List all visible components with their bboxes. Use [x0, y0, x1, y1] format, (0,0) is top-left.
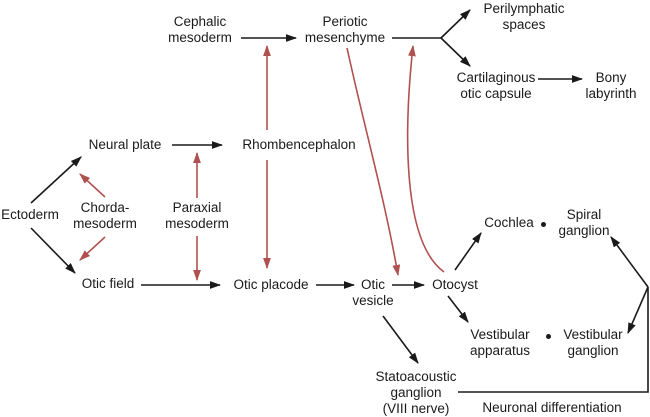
node-perilymphatic-spaces: Perilymphatic spaces [483, 1, 565, 32]
node-vestibular-apparatus: Vestibular apparatus [469, 327, 531, 358]
node-rhombencephalon: Rhombencephalon [242, 137, 356, 152]
node-cephalic-mesoderm: Cephalic mesoderm [168, 14, 232, 45]
arrow-otocyst-to-vestibular [447, 295, 469, 323]
node-otic-vesicle: Otic vesicle [352, 277, 394, 308]
node-neural-plate: Neural plate [88, 137, 162, 152]
arrow-otocyst-to-cochlea [454, 232, 482, 271]
red-arrow-chorda-to-neural [79, 173, 106, 198]
red-arrow-otocyst-to-periotic [406, 44, 445, 273]
node-otic-placode: Otic placode [233, 277, 309, 292]
arrow-vesicle-to-statoacoustic [382, 315, 419, 364]
association-dot-vestibular [546, 334, 551, 339]
node-chordamesoderm: Chorda- mesoderm [73, 200, 137, 231]
arrow-to-cartilaginous [440, 37, 471, 67]
node-vestibular-ganglion: Vestibular ganglion [563, 327, 623, 358]
label-neuronal-differentiation: Neuronal differentiation [482, 400, 622, 415]
node-paraxial-mesoderm: Paraxial mesoderm [165, 200, 229, 231]
arrow-to-vestibular-ganglion [627, 286, 649, 335]
node-cartilaginous-otic-capsule: Cartilaginous otic capsule [456, 70, 536, 101]
arrow-to-spiral-ganglion [610, 236, 649, 288]
node-ectoderm: Ectoderm [1, 207, 59, 222]
node-spiral-ganglion: Spiral ganglion [558, 207, 610, 238]
arrow-to-perilymphatic [440, 9, 471, 39]
arrow-ectoderm-to-oticfield [30, 227, 76, 274]
node-cochlea: Cochlea [484, 215, 534, 230]
arrow-ectoderm-to-neural [30, 156, 82, 204]
association-dot-cochlea [541, 222, 546, 227]
node-statoacoustic-ganglion: Statoacoustic ganglion (VIII nerve) [375, 369, 457, 416]
node-bony-labyrinth: Bony labyrinth [585, 70, 637, 101]
node-periotic-mesenchyme: Periotic mesenchyme [304, 14, 386, 45]
red-arrow-chorda-to-oticfield [79, 236, 106, 261]
red-arrow-periotic-to-vesicle [346, 47, 401, 277]
node-otic-field: Otic field [81, 276, 135, 291]
node-otocyst: Otocyst [432, 277, 478, 292]
line-neuronal-differentiation [458, 287, 649, 393]
